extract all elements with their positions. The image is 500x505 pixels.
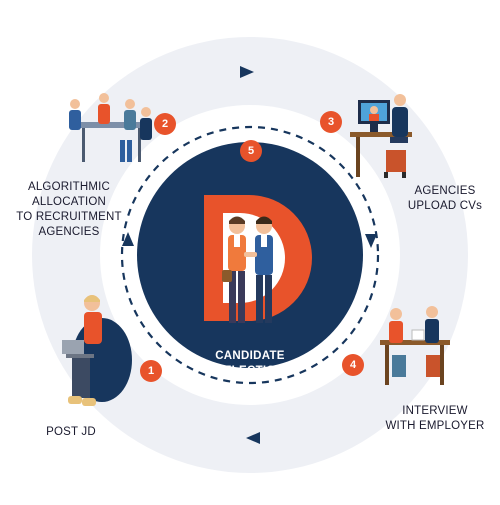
step-3-badge: 3 bbox=[320, 111, 342, 133]
step-5-label: CANDIDATE SELECTION bbox=[215, 350, 285, 377]
step-1-badge: 1 bbox=[140, 360, 162, 382]
video-call-illustration bbox=[350, 94, 412, 178]
step-4-label: INTERVIEW WITH EMPLOYER bbox=[385, 405, 485, 432]
step-3-label: AGENCIES UPLOAD CVs bbox=[407, 185, 483, 212]
cycle-path bbox=[120, 125, 380, 385]
step-1-label: POST JD bbox=[46, 426, 96, 438]
arrow-top-icon bbox=[240, 66, 254, 78]
team-meeting-illustration bbox=[69, 93, 152, 162]
arrow-right-icon bbox=[365, 234, 377, 248]
laptop-user-illustration bbox=[62, 295, 132, 406]
step-2-label: ALGORITHMIC ALLOCATION TO RECRUITMENT AG… bbox=[16, 181, 122, 238]
arrow-bottom-icon bbox=[246, 432, 260, 444]
step-4-badge: 4 bbox=[342, 354, 364, 376]
step-2-badge: 2 bbox=[154, 113, 176, 135]
handshake-illustration bbox=[222, 216, 273, 323]
arrow-left-icon bbox=[122, 232, 134, 246]
interview-illustration bbox=[380, 306, 450, 385]
step-5-badge: 5 bbox=[240, 140, 262, 162]
